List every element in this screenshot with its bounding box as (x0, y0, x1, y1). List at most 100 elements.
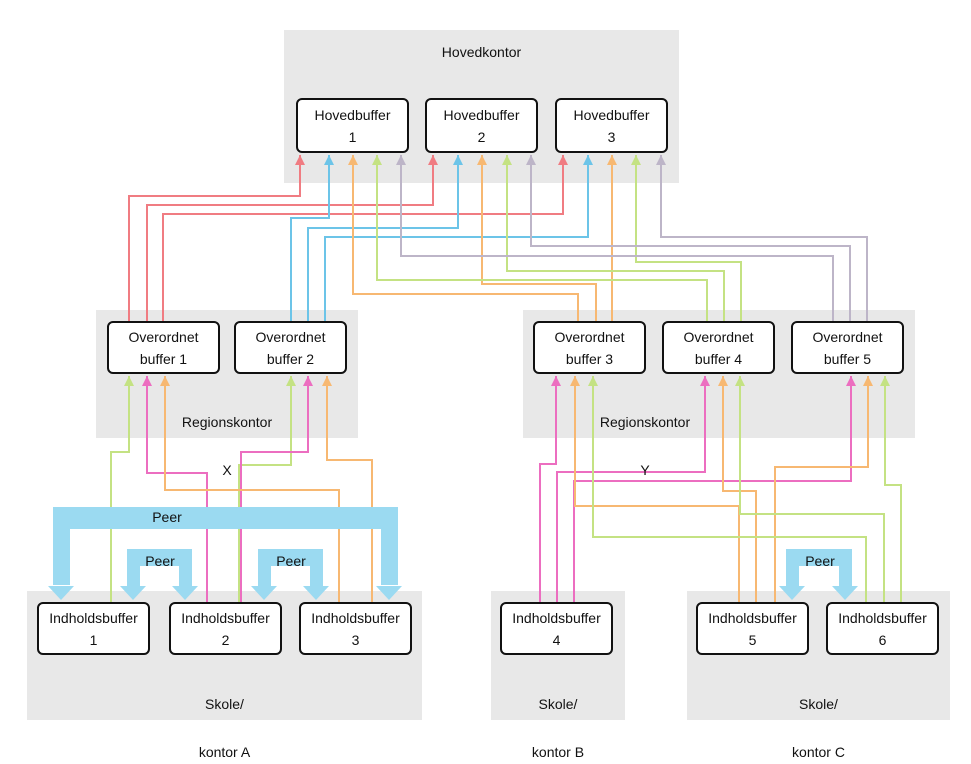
region-label-school-a: Skole/ kontor A (27, 668, 422, 764)
content-cache-5: Indholdsbuffer 5 (696, 602, 809, 655)
connection-arrow-15 (656, 155, 666, 165)
parent-cache-3: Overordnet buffer 3 (533, 321, 646, 374)
connection-line-23 (556, 376, 706, 602)
peer-links (48, 507, 858, 600)
school-c-line2: kontor C (792, 744, 845, 760)
connection-line-24 (573, 376, 852, 602)
peer-arrow-1-2-left (120, 586, 146, 600)
peer-leg-2-3-right (310, 549, 323, 587)
region-x-line2: X (222, 462, 232, 478)
school-a-line1: Skole/ (205, 696, 244, 712)
connection-line-7 (352, 155, 579, 321)
content-cache-6-line2: 6 (878, 631, 887, 648)
connection-arrow-26 (718, 376, 728, 386)
connection-arrow-30 (880, 376, 890, 386)
connection-line-17 (238, 376, 292, 602)
parent-cache-4-line1: Overordnet (683, 328, 754, 345)
peer-leg-5-6-left (786, 549, 799, 587)
peer-arrow-5-6-left (779, 586, 805, 600)
connection-arrow-18 (142, 376, 152, 386)
connection-arrow-5 (453, 155, 463, 165)
parent-cache-2-line1: Overordnet (255, 328, 326, 345)
connection-line-21 (326, 376, 373, 602)
region-x-line1: Regionskontor (181, 414, 273, 430)
peer-leg-wide-left (53, 507, 70, 585)
peer-label-a-2-3: Peer (276, 553, 306, 569)
parent-cache-1-line2: buffer 1 (139, 350, 188, 367)
parent-cache-3-line1: Overordnet (554, 328, 625, 345)
school-b-line2: kontor B (531, 744, 585, 760)
connection-arrow-7 (348, 155, 358, 165)
peer-bar-1-2 (127, 549, 192, 566)
connection-line-12 (635, 155, 742, 321)
main-cache-3-line1: Hovedbuffer (573, 106, 650, 123)
region-label-school-c: Skole/ kontor C (687, 668, 950, 764)
connection-arrow-19 (303, 376, 313, 386)
connection-line-4 (290, 155, 330, 321)
connection-arrow-8 (477, 155, 487, 165)
content-cache-1-line2: 1 (89, 631, 98, 648)
connection-line-27 (774, 376, 869, 602)
connection-arrow-11 (502, 155, 512, 165)
connection-arrow-1 (295, 155, 305, 165)
connection-arrow-29 (735, 376, 745, 386)
connection-line-1 (128, 155, 301, 321)
peer-leg-2-3-left (258, 549, 271, 587)
peer-label-a-1-2: Peer (145, 553, 175, 569)
region-label-y: Regionskontor Y (523, 386, 767, 482)
content-cache-5-line2: 5 (748, 631, 757, 648)
content-cache-5-line1: Indholdsbuffer (708, 609, 797, 626)
connection-arrow-4 (324, 155, 334, 165)
peer-arrow-2-3-right (303, 586, 329, 600)
connection-line-10 (376, 155, 708, 321)
parent-cache-3-line2: buffer 3 (565, 350, 614, 367)
connection-arrow-23 (700, 376, 710, 386)
connection-line-14 (530, 155, 851, 321)
region-label-head-office: Hovedkontor (441, 44, 522, 60)
connection-arrow-3 (558, 155, 568, 165)
peer-arrow-wide-right (376, 586, 402, 600)
peer-leg-1-2-left (127, 549, 140, 587)
connection-line-25 (574, 376, 740, 602)
connection-arrow-25 (570, 376, 580, 386)
connection-arrow-22 (551, 376, 561, 386)
connection-arrow-28 (588, 376, 598, 386)
connection-line-11 (506, 155, 725, 321)
connection-arrow-20 (160, 376, 170, 386)
school-c-line1: Skole/ (799, 696, 838, 712)
peer-leg-5-6-right (839, 549, 852, 587)
content-cache-2-line2: 2 (221, 631, 230, 648)
connection-arrow-12 (631, 155, 641, 165)
connection-arrow-27 (863, 376, 873, 386)
content-cache-6-line1: Indholdsbuffer (838, 609, 927, 626)
region-label-school-b: Skole/ kontor B (491, 668, 625, 764)
connection-line-13 (400, 155, 834, 321)
connection-line-22 (539, 376, 557, 602)
connection-line-18 (146, 376, 208, 602)
connection-line-29 (739, 376, 885, 602)
region-y-line1: Regionskontor (599, 414, 691, 430)
connection-arrow-21 (322, 376, 332, 386)
peer-leg-1-2-right (179, 549, 192, 587)
parent-cache-2-line2: buffer 2 (266, 350, 315, 367)
peer-arrow-wide-left (48, 586, 74, 600)
connections (110, 155, 902, 602)
peer-bar-5-6 (786, 549, 852, 566)
content-cache-4-line1: Indholdsbuffer (512, 609, 601, 626)
peer-arrow-1-2-right (172, 586, 198, 600)
main-cache-2-line2: 2 (477, 128, 486, 145)
main-cache-1-line1: Hovedbuffer (314, 106, 391, 123)
connection-line-20 (164, 376, 340, 602)
connection-line-30 (884, 376, 902, 602)
peer-label-a-wide: Peer (152, 509, 182, 525)
peer-arrow-2-3-left (251, 586, 277, 600)
school-b-line1: Skole/ (538, 696, 578, 712)
main-cache-2-line1: Hovedbuffer (443, 106, 520, 123)
connection-line-8 (481, 155, 597, 321)
content-cache-2-line1: Indholdsbuffer (181, 609, 270, 626)
